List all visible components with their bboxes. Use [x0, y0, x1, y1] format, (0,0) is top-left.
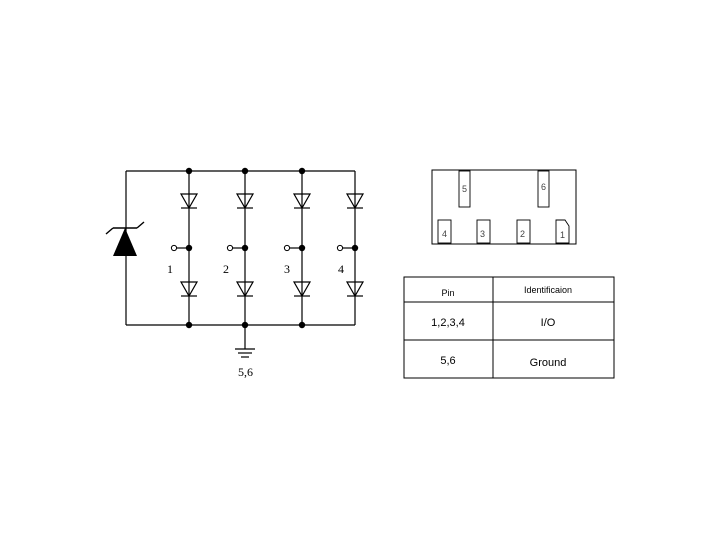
pin-table: Pin Identificaion 1,2,3,4 I/O 5,6 Ground — [403, 276, 615, 379]
io-pin-terminal — [336, 244, 344, 252]
ground-label: 5,6 — [238, 365, 253, 379]
table-header-pin: Pin — [441, 288, 454, 298]
package-pin-5 — [458, 170, 471, 208]
channel-label: 2 — [223, 262, 229, 276]
zener-diode — [105, 221, 145, 256]
svg-text:1: 1 — [560, 230, 565, 240]
package-pin-1 — [555, 219, 570, 244]
channel-2: 2 — [223, 167, 254, 329]
package-pin-2 — [516, 219, 531, 244]
io-pin-terminal — [283, 244, 291, 252]
svg-text:3: 3 — [480, 229, 485, 239]
channel-label: 4 — [338, 262, 344, 276]
package-pin-6 — [537, 170, 550, 208]
table-cell-pin: 5,6 — [440, 355, 455, 367]
svg-text:4: 4 — [442, 229, 447, 239]
io-pin-terminal — [226, 244, 234, 252]
channel-label: 3 — [284, 262, 290, 276]
channel-4: 4 — [336, 171, 364, 325]
channel-3: 3 — [283, 167, 311, 329]
channel-label: 1 — [167, 262, 173, 276]
svg-text:6: 6 — [541, 182, 546, 192]
table-cell-pin: 1,2,3,4 — [431, 317, 465, 329]
package-pin-4 — [437, 219, 452, 244]
package-pin-3 — [476, 219, 491, 244]
svg-text:2: 2 — [520, 229, 525, 239]
table-cell-identification: Ground — [530, 357, 567, 369]
io-pin-terminal — [170, 244, 178, 252]
svg-text:5: 5 — [462, 184, 467, 194]
package-outline: 5 6 4 3 2 1 — [431, 169, 577, 245]
table-cell-identification: I/O — [541, 317, 556, 329]
channel-1: 1 — [167, 167, 198, 329]
table-header-identification: Identificaion — [524, 285, 572, 295]
ground-symbol — [235, 325, 255, 358]
schematic: 1 2 3 — [105, 167, 364, 379]
